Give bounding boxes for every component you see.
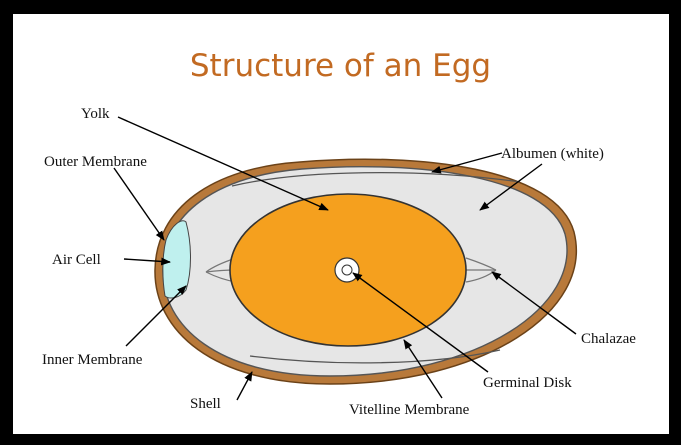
label-air-cell: Air Cell [52,252,101,268]
label-albumen: Albumen (white) [501,146,604,162]
shell-arrow [237,372,252,400]
label-chalazae: Chalazae [581,331,636,347]
label-inner-membrane: Inner Membrane [42,352,143,368]
outer-membrane-arrow [114,168,164,240]
label-yolk: Yolk [81,106,110,122]
label-shell: Shell [190,396,221,412]
germinal-disk-center [342,265,352,275]
label-germinal-disk: Germinal Disk [483,375,572,391]
label-outer-membrane: Outer Membrane [44,154,147,170]
label-vitelline-membrane: Vitelline Membrane [349,402,470,418]
